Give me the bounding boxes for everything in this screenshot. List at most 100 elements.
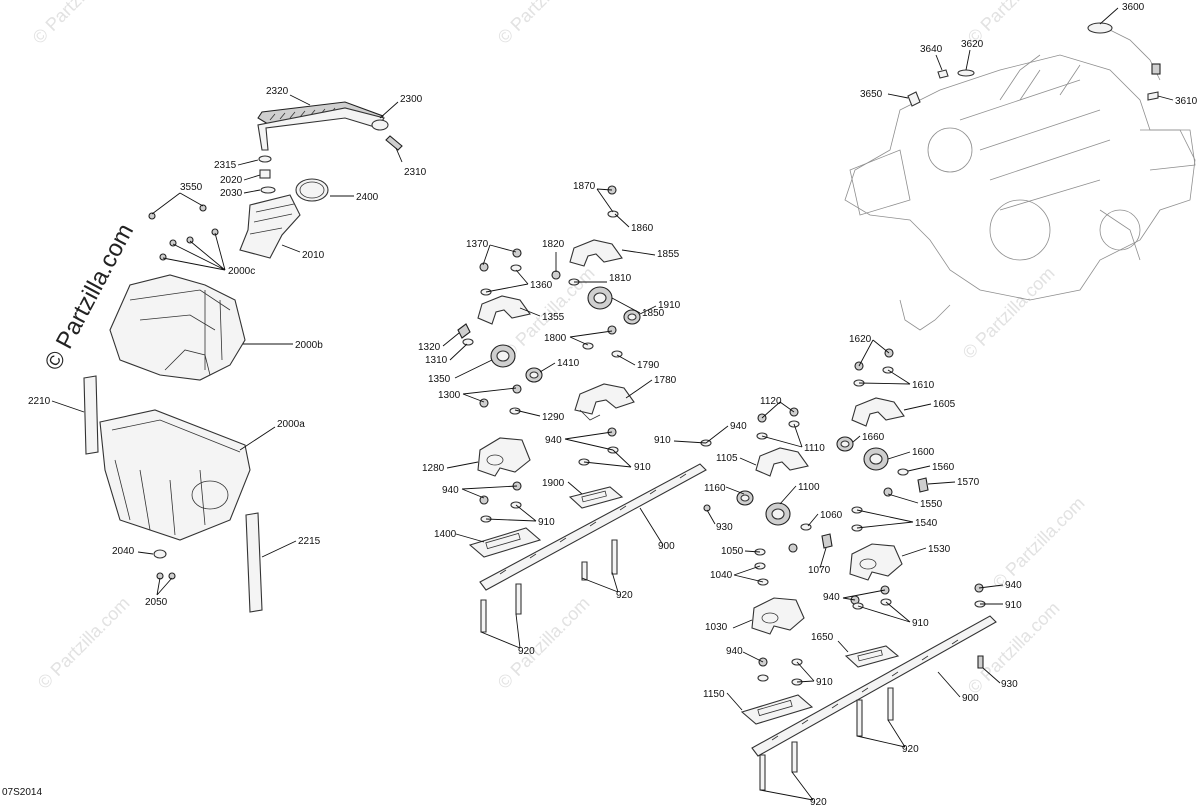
bracket-1105 xyxy=(755,447,809,477)
part-label: 910 xyxy=(912,618,929,629)
part-label: 2310 xyxy=(404,167,427,178)
part-label: 1650 xyxy=(811,632,834,643)
part-label: 1530 xyxy=(928,544,951,555)
rail-900-b xyxy=(751,615,997,757)
mount-washers-1550-1540 xyxy=(851,487,893,532)
small-parts-2040-2050 xyxy=(153,549,176,580)
leader-lines xyxy=(51,7,1174,801)
part-label: 910 xyxy=(654,435,671,446)
part-label: 1070 xyxy=(808,565,831,576)
plate-1400 xyxy=(468,527,542,558)
watermark-text: © Partzilla.com xyxy=(494,0,594,48)
part-label: 1605 xyxy=(933,399,956,410)
part-label: 2010 xyxy=(302,250,325,261)
part-label: 920 xyxy=(616,590,633,601)
part-label: 1870 xyxy=(573,181,596,192)
clamp-2400 xyxy=(295,178,329,202)
mount-hardware-b xyxy=(756,407,800,440)
part-label: 1780 xyxy=(654,375,677,386)
bearing-1100 xyxy=(765,502,791,526)
bracket-1605 xyxy=(851,397,905,427)
plate-1650 xyxy=(844,645,900,668)
bushing-1910 xyxy=(623,309,641,325)
part-label: 2030 xyxy=(220,188,243,199)
part-label: 2215 xyxy=(298,536,321,547)
part-label: 1790 xyxy=(637,360,660,371)
part-label: 910 xyxy=(1005,600,1022,611)
part-labels: 2320 2300 2310 2315 2020 2030 2400 3550 … xyxy=(28,2,1198,808)
part-label: 2210 xyxy=(28,396,51,407)
part-label: 3650 xyxy=(860,89,883,100)
bracket-1355 xyxy=(477,295,531,325)
part-label: 920 xyxy=(902,744,919,755)
engine-hardware-3600-3650 xyxy=(907,22,1161,107)
tube-2300 xyxy=(257,107,389,151)
part-label: 2300 xyxy=(400,94,423,105)
intake-boot-2010 xyxy=(239,194,301,259)
part-label: 2315 xyxy=(214,160,237,171)
bushing-1160 xyxy=(736,490,754,506)
part-label: 900 xyxy=(658,541,675,552)
mount-washers-940-910-b xyxy=(757,657,803,686)
part-label: 1320 xyxy=(418,342,441,353)
part-label: 1060 xyxy=(820,510,843,521)
part-label: 910 xyxy=(634,462,651,473)
part-label: 2050 xyxy=(145,597,168,608)
bearing-1600 xyxy=(863,447,889,471)
part-label: 2020 xyxy=(220,175,243,186)
part-label: 940 xyxy=(442,485,459,496)
part-label: 910 xyxy=(538,517,555,528)
rail-900-a xyxy=(479,463,707,591)
part-label: 1355 xyxy=(542,312,565,323)
part-label: 1600 xyxy=(912,447,935,458)
bracket-1280 xyxy=(477,437,531,477)
airbox-cover-2000b xyxy=(109,274,246,381)
engine-assembly xyxy=(844,29,1196,331)
part-label: 940 xyxy=(730,421,747,432)
bracket-1030 xyxy=(751,597,805,635)
part-label: 940 xyxy=(726,646,743,657)
part-label: 1660 xyxy=(862,432,885,443)
bolts-920-a xyxy=(480,539,618,633)
part-label: 1280 xyxy=(422,463,445,474)
part-label: 1290 xyxy=(542,412,565,423)
part-label: 1810 xyxy=(609,273,632,284)
part-label: 1900 xyxy=(542,478,565,489)
part-label: 3610 xyxy=(1175,96,1198,107)
part-label: 2400 xyxy=(356,192,379,203)
watermark-text: © Partzilla.com xyxy=(29,0,129,48)
small-parts-2315-2030 xyxy=(258,155,276,194)
part-label: 1610 xyxy=(912,380,935,391)
part-label: 1910 xyxy=(658,300,681,311)
part-label: 1310 xyxy=(425,355,448,366)
mount-hardware-c xyxy=(853,348,894,387)
part-label: 940 xyxy=(545,435,562,446)
part-label: 1160 xyxy=(704,483,726,494)
spring-2310 xyxy=(385,135,403,151)
part-label: 1370 xyxy=(466,239,489,250)
part-label: 1030 xyxy=(705,622,728,633)
part-label: 1350 xyxy=(428,374,451,385)
part-label: 3620 xyxy=(961,39,984,50)
part-label: 1360 xyxy=(530,280,553,291)
part-label: 910 xyxy=(816,677,833,688)
watermark-text: © Partzilla.com xyxy=(989,493,1089,593)
airbox-2000a xyxy=(99,409,251,541)
part-label: 1560 xyxy=(932,462,955,473)
part-label: 940 xyxy=(823,592,840,603)
part-label: 3600 xyxy=(1122,2,1145,13)
bushing-1410 xyxy=(525,367,543,383)
plate-1900 xyxy=(568,486,624,509)
part-label: 2040 xyxy=(112,546,135,557)
part-label: 2000b xyxy=(295,340,323,351)
part-label: 940 xyxy=(1005,580,1022,591)
strap-2210 xyxy=(83,375,99,455)
part-label: 1110 xyxy=(804,443,825,454)
part-label: 1300 xyxy=(438,390,461,401)
screws-3550 xyxy=(148,204,219,261)
part-label: 1105 xyxy=(716,453,738,464)
diagram-code: 07S2014 xyxy=(2,787,42,798)
plate-1150 xyxy=(740,694,814,725)
part-label: 1540 xyxy=(915,518,938,529)
